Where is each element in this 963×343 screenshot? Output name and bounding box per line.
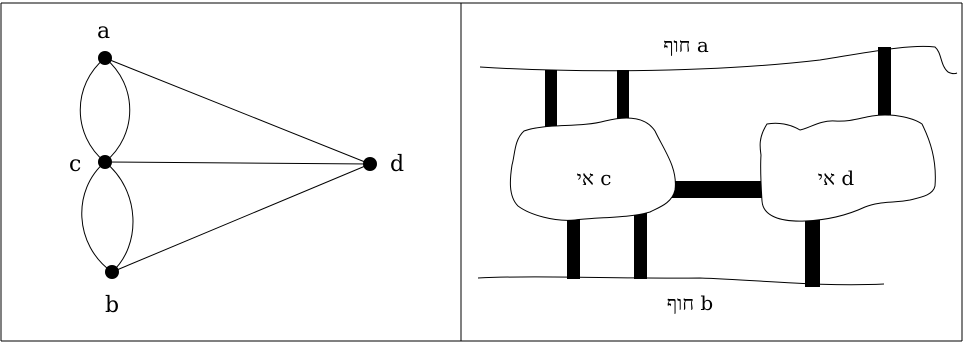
island-c (509, 117, 676, 221)
node-a-label: a (97, 19, 110, 44)
island-c-label: אי c (577, 166, 612, 190)
edge-a-c-2 (104, 57, 131, 163)
bridge-a-c-1 (545, 70, 557, 130)
node-d (363, 157, 377, 171)
node-b (105, 265, 119, 279)
graph-panel: a c b d (69, 19, 404, 318)
node-a (98, 51, 112, 65)
island-d (759, 114, 936, 222)
island-d-label: אי d (818, 166, 855, 190)
edge-c-b-2 (104, 161, 134, 273)
shore-b-label: חוף b (667, 291, 714, 315)
node-d-label: d (390, 152, 404, 177)
bridge-c-b-1 (567, 218, 580, 279)
bridge-c-b-2 (634, 210, 647, 279)
edge-a-d (104, 57, 371, 165)
node-b-label: b (105, 293, 119, 318)
bridge-a-d (878, 47, 891, 118)
bridges-map-panel: חוף a חוף b אי c אי d (477, 33, 958, 315)
bridge-d-b (805, 213, 820, 287)
edge-c-d (104, 161, 371, 165)
bridge-a-c-2 (617, 70, 629, 122)
edge-a-c-1 (79, 57, 106, 163)
shore-a-label: חוף a (663, 33, 709, 57)
node-c (98, 155, 112, 169)
node-c-label: c (69, 152, 81, 177)
shore-b-line (477, 276, 885, 286)
edge-b-d (111, 163, 371, 273)
edge-c-b-1 (81, 161, 113, 273)
bridge-c-d (670, 181, 766, 198)
